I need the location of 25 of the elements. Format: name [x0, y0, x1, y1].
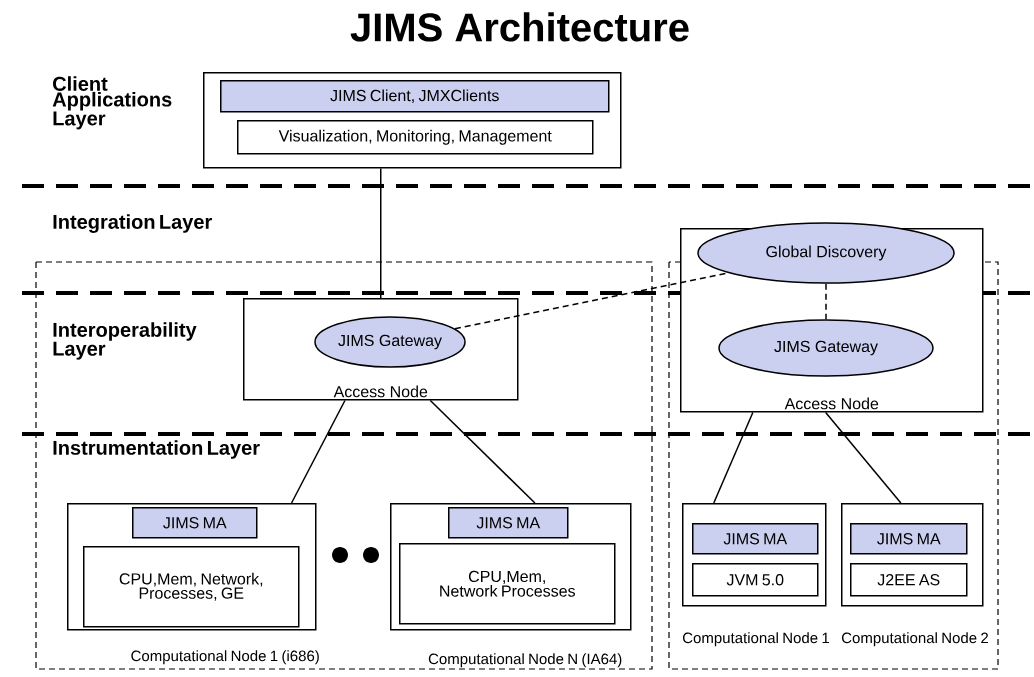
layer-label: Client Applications Layer	[52, 76, 172, 130]
node-caption: Computational Node 1 (i686)	[131, 650, 319, 665]
runtime-box: JVM 5.0	[692, 563, 819, 597]
client-box: JIMS Client, JMXClients	[220, 80, 610, 113]
connector	[380, 167, 382, 299]
node-caption: Computational Node N (IA64)	[428, 653, 622, 668]
connector	[290, 399, 346, 504]
layer-label: Interoperability Layer	[53, 322, 197, 360]
layer-label: Instrumentation Layer	[53, 440, 260, 459]
connector	[824, 411, 902, 504]
title: JIMS Architecture	[350, 12, 689, 42]
agent-box: JIMS MA	[850, 523, 968, 555]
connector	[825, 283, 827, 320]
connector	[429, 399, 536, 504]
agent-box: JIMS MA	[132, 507, 258, 539]
runtime-box: J2EE AS	[850, 563, 968, 597]
function-box: Visualization, Monitoring, Management	[237, 120, 594, 155]
connector	[713, 411, 754, 504]
metrics-box: CPU,Mem, Network, Processes, GE	[83, 546, 300, 628]
agent-box: JIMS MA	[448, 507, 569, 539]
node-caption: Computational Node 2	[841, 632, 988, 647]
layer-label: Integration Layer	[53, 214, 212, 233]
metrics-box: CPU,Mem, Network Processes	[399, 543, 616, 625]
node-caption: Computational Node 1	[682, 632, 829, 647]
agent-box: JIMS MA	[692, 523, 819, 555]
